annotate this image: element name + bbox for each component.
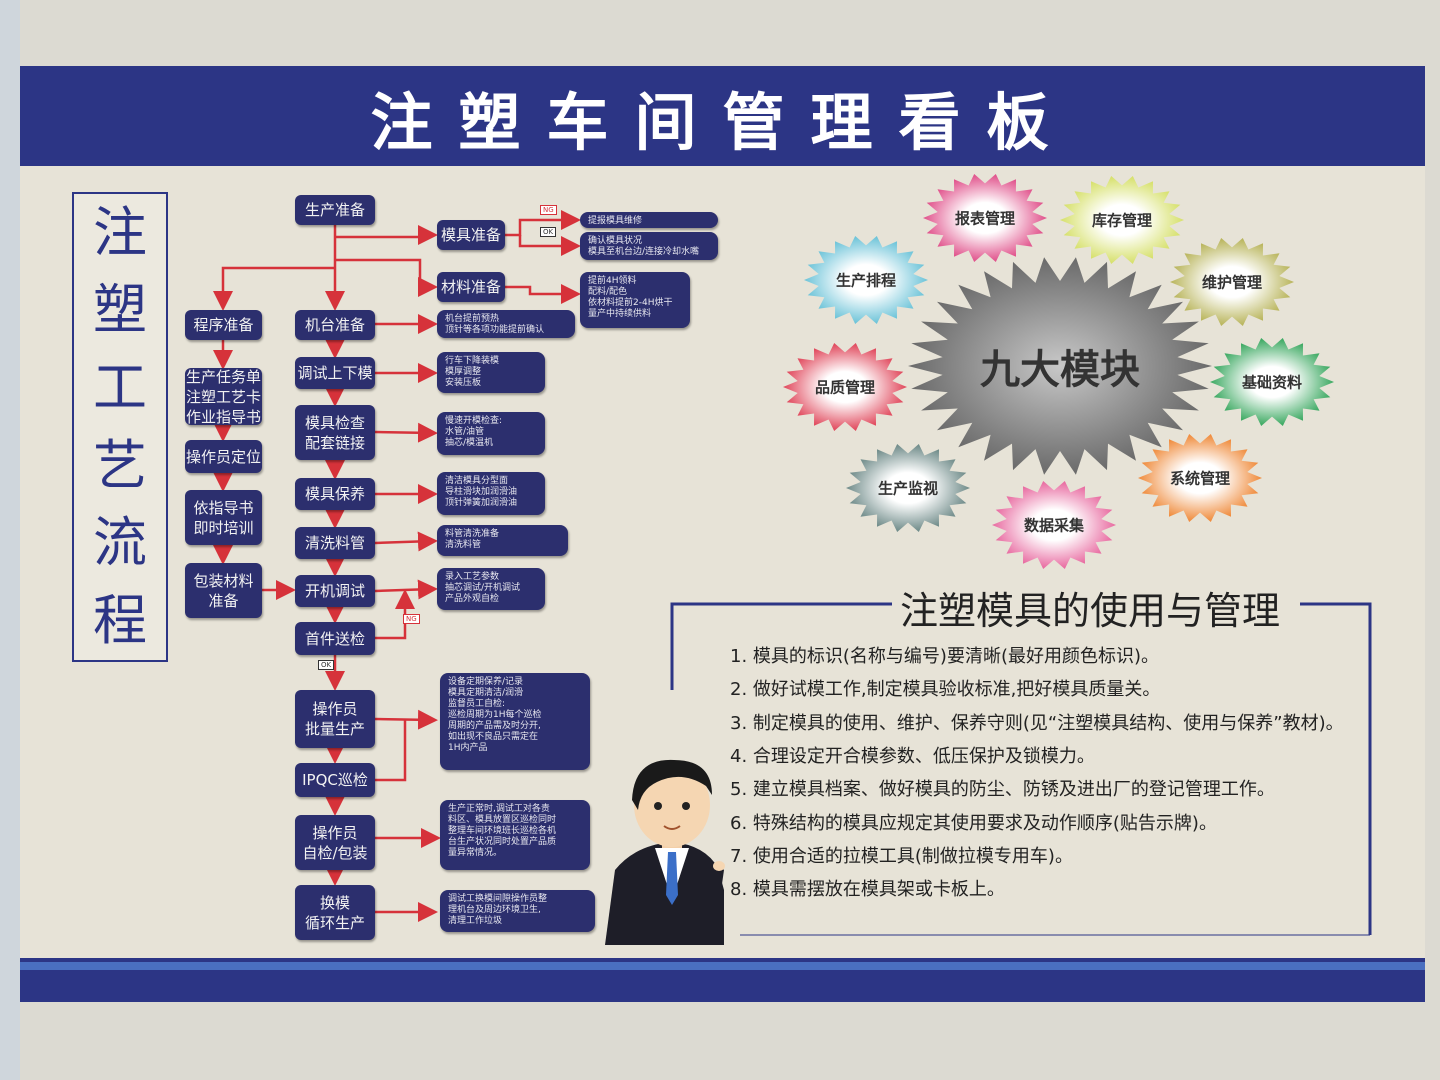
flow-arrow bbox=[375, 720, 407, 782]
flow-step-center: 操作员 自检/包装 bbox=[295, 815, 375, 870]
flow-arrow bbox=[335, 258, 438, 297]
flow-arrow bbox=[518, 235, 581, 256]
module-badge-shape bbox=[1060, 176, 1184, 264]
flow-step-left: 生产任务单 注塑工艺卡 作业指导书 bbox=[185, 367, 262, 426]
flow-step-center: IPQC巡检 bbox=[295, 763, 375, 797]
flow-step-detail: 提报模具维修 bbox=[580, 212, 718, 228]
title-char: 程 bbox=[93, 589, 147, 653]
flow-step-detail: 料管清洗准备 清洗料管 bbox=[437, 525, 568, 556]
module-label: 系统管理 bbox=[1169, 469, 1231, 488]
module-badge-shape bbox=[992, 481, 1116, 569]
flow-arrow bbox=[505, 284, 581, 304]
flow-step-center: 机台准备 bbox=[295, 310, 375, 340]
modules-center-label: 九大模块 bbox=[980, 347, 1140, 393]
status-badge: OK bbox=[540, 227, 557, 237]
flow-step-left: 包装材料 准备 bbox=[185, 563, 262, 618]
title-band: 注塑车间管理看板 bbox=[20, 68, 1425, 166]
flow-arrow bbox=[335, 225, 438, 245]
flow-step-detail: 行车下降装模 模厚调整 安装压板 bbox=[437, 352, 545, 393]
flow-step-detail: 生产正常时,调试工对各责 料区、模具放置区巡检同时 整理车间环境班长巡检各机 台… bbox=[440, 800, 590, 870]
module-label: 维护管理 bbox=[1201, 273, 1263, 292]
flow-step-center: 模具保养 bbox=[295, 478, 375, 510]
title-char: 流 bbox=[93, 511, 147, 575]
flow-step-center: 换模 循环生产 bbox=[295, 885, 375, 940]
module-label: 报表管理 bbox=[954, 209, 1016, 228]
module-label: 基础资料 bbox=[1241, 373, 1303, 392]
module-label: 数据采集 bbox=[1023, 516, 1085, 535]
flow-step-left: 依指导书 即时培训 bbox=[185, 490, 262, 545]
module-badge-shape bbox=[804, 236, 928, 324]
rules-heading: 注塑模具的使用与管理 bbox=[892, 580, 1289, 635]
rule-item: 8. 模具需摆放在模具架或卡板上。 bbox=[730, 879, 1005, 901]
flow-step-center: 清洗料管 bbox=[295, 527, 375, 559]
wall bbox=[0, 0, 20, 1080]
bottom-stripe bbox=[20, 962, 1425, 970]
flow-arrow bbox=[374, 709, 438, 730]
module-badge-shape bbox=[1210, 338, 1334, 426]
flow-step-detail: 确认模具状况 模具至机台边/连接冷却水嘴 bbox=[580, 232, 718, 260]
rule-item: 1. 模具的标识(名称与编号)要清晰(最好用颜色标识)。 bbox=[730, 646, 1159, 667]
process-flow-title: 注 塑 工 艺 流 程 bbox=[72, 192, 168, 662]
title-char: 注 bbox=[93, 200, 147, 264]
module-label: 库存管理 bbox=[1091, 211, 1153, 230]
module-label: 生产排程 bbox=[835, 271, 897, 290]
flow-step-center: 生产准备 bbox=[295, 195, 375, 225]
title-char: 艺 bbox=[93, 433, 147, 497]
flow-step-detail: 调试工换模间隙操作员整 理机台及周边环境卫生, 清理工作垃圾 bbox=[440, 890, 595, 932]
module-badge-shape bbox=[1138, 434, 1262, 522]
flow-step-mid: 材料准备 bbox=[437, 272, 505, 302]
flow-step-center: 模具检查 配套链接 bbox=[295, 405, 375, 460]
module-badge-shape bbox=[1170, 238, 1294, 326]
flow-step-mid: 模具准备 bbox=[437, 220, 505, 250]
module-badge-shape bbox=[846, 444, 970, 532]
flow-arrow bbox=[505, 210, 581, 237]
flow-arrow bbox=[374, 531, 438, 552]
flow-arrow bbox=[375, 589, 415, 640]
rule-item: 5. 建立模具档案、做好模具的防尘、防锈及进出厂的登记管理工作。 bbox=[730, 779, 1275, 801]
flow-step-detail: 提前4H领料 配料/配色 依材料提前2-4H烘干 量产中持续供料 bbox=[580, 272, 690, 328]
rule-item: 2. 做好试模工作,制定模具验收标准,把好模具质量关。 bbox=[730, 679, 1161, 701]
flow-step-center: 开机调试 bbox=[295, 575, 375, 607]
flow-step-left: 操作员定位 bbox=[185, 440, 262, 473]
flow-step-detail: 设备定期保养/记录 模具定期清洁/润滑 监督员工自检: 巡检周期为1H每个巡检 … bbox=[440, 673, 590, 770]
rule-item: 3. 制定模具的使用、维护、保养守则(见“注塑模具结构、使用与保养”教材)。 bbox=[730, 712, 1344, 734]
title-char: 塑 bbox=[93, 278, 147, 342]
flow-step-center: 调试上下模 bbox=[295, 357, 375, 389]
module-label: 品质管理 bbox=[814, 378, 876, 397]
flow-step-detail: 录入工艺参数 抽芯调试/开机调试 产品外观自检 bbox=[437, 568, 545, 610]
flow-step-center: 首件送检 bbox=[295, 622, 375, 655]
flow-step-detail: 机台提前预热 顶针等各项功能提前确认 bbox=[437, 310, 575, 338]
module-badge-shape bbox=[923, 174, 1047, 262]
status-badge: NG bbox=[540, 205, 557, 215]
module-badge-shape bbox=[783, 343, 907, 431]
flow-step-detail: 慢速开模检查: 水管/油管 抽芯/模温机 bbox=[437, 412, 545, 455]
flow-step-center: 操作员 批量生产 bbox=[295, 690, 375, 748]
rule-item: 4. 合理设定开合模参数、低压保护及锁模力。 bbox=[730, 745, 1095, 767]
status-badge: OK bbox=[318, 660, 335, 670]
flow-arrow bbox=[374, 422, 438, 443]
status-badge: NG bbox=[403, 614, 420, 624]
board-title: 注塑车间管理看板 bbox=[370, 86, 1075, 159]
flow-step-detail: 清洁模具分型面 导柱滑块加润滑油 顶针弹簧加润滑油 bbox=[437, 472, 545, 515]
rule-item: 7. 使用合适的拉模工具(制做拉模专用车)。 bbox=[730, 845, 1073, 867]
module-label: 生产监视 bbox=[877, 479, 939, 498]
flow-step-left: 程序准备 bbox=[185, 310, 262, 340]
central-starburst-shape bbox=[908, 257, 1212, 475]
title-char: 工 bbox=[93, 356, 147, 420]
flow-arrow bbox=[213, 266, 335, 311]
rule-item: 6. 特殊结构的模具应规定其使用要求及动作顺序(贴告示牌)。 bbox=[730, 812, 1217, 834]
